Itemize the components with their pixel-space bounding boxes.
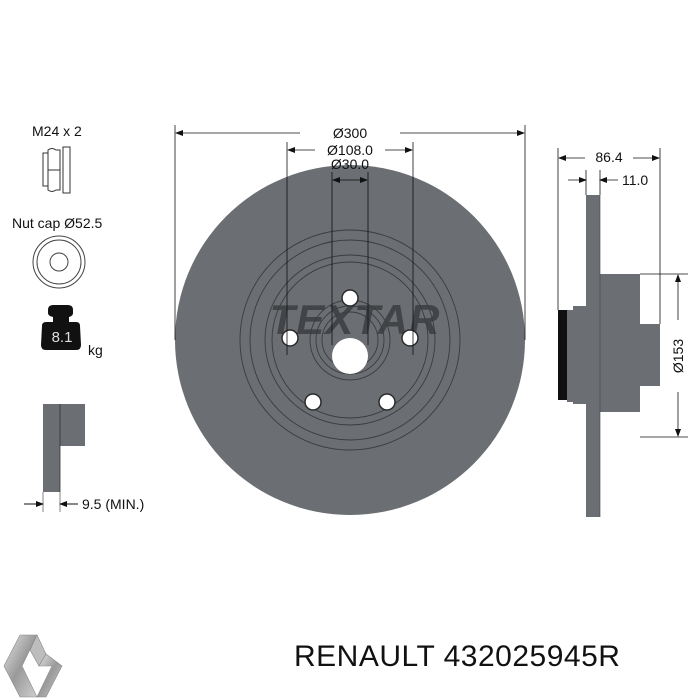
disc-thickness-label: 11.0: [622, 172, 648, 188]
renault-logo-icon: [3, 634, 63, 698]
bolt-holes: [281, 289, 419, 411]
disc-front-view: TEXTAR: [175, 165, 525, 515]
weight-unit: kg: [88, 342, 103, 358]
part-number-label: RENAULT 432025945R: [294, 640, 620, 674]
side-dimensions: [557, 148, 688, 438]
nut-icon: [42, 146, 71, 194]
weight-value: 8.1: [52, 329, 73, 346]
nut-cap-label: Nut cap Ø52.5: [12, 215, 102, 231]
center-bore: [332, 338, 368, 374]
manufacturer-name: RENAULT: [294, 640, 435, 673]
weight-icon: 8.1: [41, 305, 81, 350]
nut-thread-label: M24 x 2: [32, 123, 82, 139]
part-number: 432025945R: [443, 640, 621, 673]
outer-diameter-label: Ø300: [333, 125, 367, 141]
nut-cap-spec: Nut cap Ø52.5: [12, 215, 102, 231]
min-thickness-icon: [24, 404, 85, 512]
min-thickness-label: 9.5 (MIN.): [82, 496, 144, 512]
nut-thread-spec: M24 x 2: [32, 123, 82, 139]
bolt-circle-label: Ø108.0: [327, 142, 373, 158]
front-dimensions: [174, 125, 526, 355]
nut-cap-icon: [32, 235, 86, 289]
overall-height-label: 86.4: [595, 149, 622, 165]
hub-diameter-label: Ø153: [670, 339, 686, 373]
disc-side-view: [558, 195, 660, 517]
center-bore-label: Ø30.0: [331, 156, 369, 172]
